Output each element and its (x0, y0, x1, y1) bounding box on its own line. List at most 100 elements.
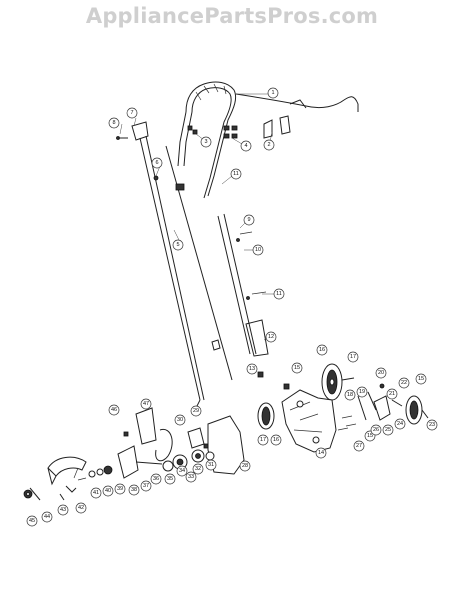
callout-11-upper: 11 (230, 168, 242, 180)
svg-text:39: 39 (117, 486, 123, 492)
svg-text:31: 31 (208, 462, 214, 468)
callout-34: 34 (176, 465, 188, 477)
throttle-cable (235, 93, 359, 112)
svg-text:30: 30 (177, 417, 183, 423)
svg-text:6: 6 (155, 160, 158, 166)
callout-30: 30 (174, 414, 186, 426)
callout-36: 36 (150, 473, 162, 485)
svg-text:22: 22 (401, 380, 407, 386)
callout-6: 6 (151, 157, 163, 169)
callout-26: 26 (370, 424, 382, 436)
svg-text:24: 24 (397, 421, 403, 427)
watermark: AppliancePartsPros.com (85, 4, 379, 28)
svg-text:26: 26 (373, 427, 379, 433)
svg-text:33: 33 (188, 474, 194, 480)
callout-41: 41 (90, 487, 102, 499)
svg-text:13: 13 (249, 366, 255, 372)
callout-16-wheel: 16 (316, 344, 328, 356)
svg-text:15: 15 (367, 433, 373, 439)
blade-guard (47, 456, 87, 501)
callout-10: 10 (252, 244, 264, 256)
callout-17-top: 17 (347, 351, 359, 363)
callout-17-lower: 17 (257, 434, 269, 446)
callouts: 1 2 3 4 5 6 7 8 9 10 11 11 12 13 14 15 1… (26, 87, 438, 527)
front-wheel-right (405, 395, 429, 425)
callout-27: 27 (353, 440, 365, 452)
svg-text:34: 34 (179, 468, 185, 474)
svg-text:41: 41 (93, 490, 99, 496)
callout-11-lower: 11 (273, 288, 285, 300)
callout-21: 21 (386, 388, 398, 400)
svg-text:45: 45 (29, 518, 35, 524)
svg-text:11: 11 (276, 291, 282, 297)
callout-37: 37 (140, 480, 152, 492)
callout-40: 40 (102, 485, 114, 497)
callout-18: 18 (344, 389, 356, 401)
svg-text:47: 47 (143, 401, 149, 407)
svg-text:8: 8 (112, 120, 115, 126)
svg-text:32: 32 (195, 466, 201, 472)
callout-15-right: 15 (415, 373, 427, 385)
callout-14: 14 (315, 447, 327, 459)
frame (281, 389, 337, 453)
depth-adjuster (337, 383, 403, 431)
svg-text:19: 19 (359, 389, 365, 395)
callout-31: 31 (205, 459, 217, 471)
callout-25: 25 (382, 424, 394, 436)
callout-13: 13 (246, 363, 258, 375)
callout-15-top: 15 (291, 362, 303, 374)
blade-hardware (23, 431, 209, 501)
cable-hardware (187, 115, 291, 139)
svg-text:5: 5 (176, 242, 179, 248)
svg-text:29: 29 (193, 408, 199, 414)
callout-16-lower: 16 (270, 434, 282, 446)
svg-text:3: 3 (204, 139, 207, 145)
callout-23: 23 (426, 419, 438, 431)
svg-text:25: 25 (385, 427, 391, 433)
drive-assembly (88, 407, 245, 479)
callout-19: 19 (356, 386, 368, 398)
lower-handle (217, 213, 290, 390)
callout-8: 8 (108, 117, 120, 129)
svg-text:36: 36 (153, 476, 159, 482)
callout-5: 5 (172, 239, 184, 251)
svg-text:23: 23 (429, 422, 435, 428)
svg-text:20: 20 (378, 370, 384, 376)
svg-text:43: 43 (60, 507, 66, 513)
callout-28: 28 (239, 460, 251, 472)
callout-20: 20 (375, 367, 387, 379)
svg-text:14: 14 (318, 450, 324, 456)
svg-text:12: 12 (268, 334, 274, 340)
svg-text:46: 46 (111, 407, 117, 413)
svg-text:17: 17 (260, 437, 266, 443)
svg-text:18: 18 (347, 392, 353, 398)
svg-text:9: 9 (247, 217, 250, 223)
svg-text:4: 4 (244, 143, 247, 149)
callout-1: 1 (267, 87, 279, 99)
callout-47: 47 (140, 398, 152, 410)
svg-text:44: 44 (44, 514, 50, 520)
callout-42: 42 (75, 502, 87, 514)
callout-33: 33 (185, 471, 197, 483)
svg-text:17: 17 (350, 354, 356, 360)
callout-7: 7 (126, 107, 138, 119)
callout-44: 44 (41, 511, 53, 523)
callout-32: 32 (192, 463, 204, 475)
callout-38: 38 (128, 484, 140, 496)
svg-text:16: 16 (319, 347, 325, 353)
callout-22: 22 (398, 377, 410, 389)
svg-text:16: 16 (273, 437, 279, 443)
front-wheel-left (257, 402, 275, 430)
callout-3: 3 (200, 136, 212, 148)
svg-text:28: 28 (242, 463, 248, 469)
callout-29: 29 (190, 405, 202, 417)
callout-9: 9 (243, 214, 255, 226)
svg-text:40: 40 (105, 488, 111, 494)
svg-text:38: 38 (131, 487, 137, 493)
callout-12: 12 (265, 331, 277, 343)
svg-text:35: 35 (167, 476, 173, 482)
upper-handle (177, 81, 237, 199)
callout-39: 39 (114, 483, 126, 495)
svg-text:15: 15 (418, 376, 424, 382)
